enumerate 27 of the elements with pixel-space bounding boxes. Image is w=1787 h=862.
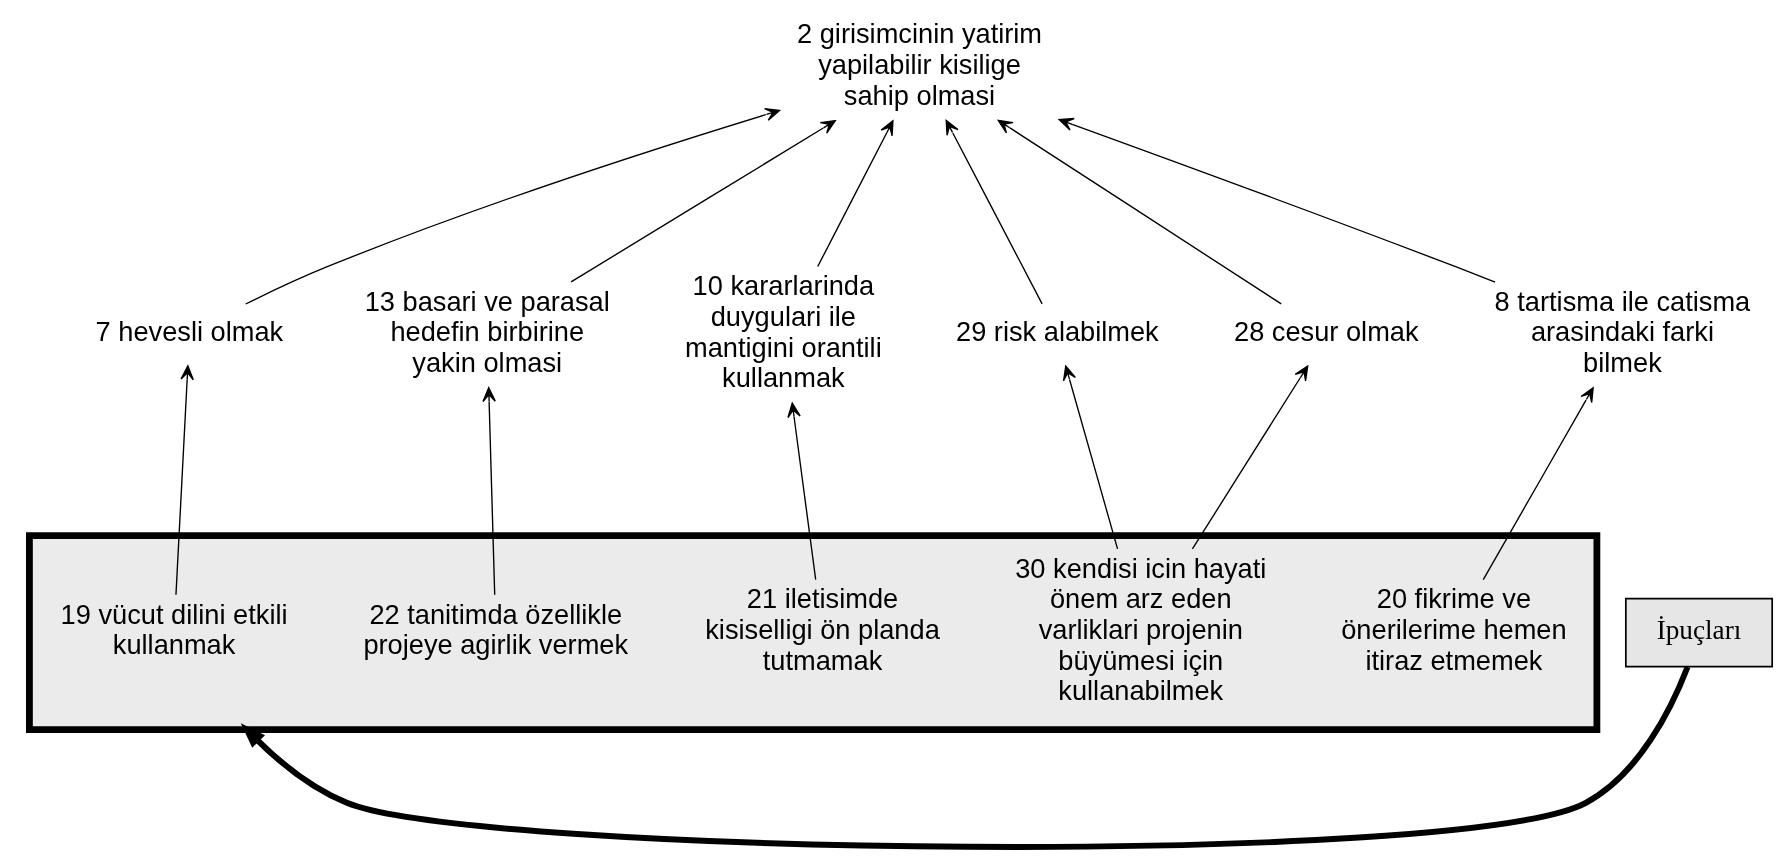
arrow [786,402,816,581]
arrow [1062,365,1118,550]
node-text: 28 cesur olmak [1233,316,1419,348]
arrow [240,665,1690,850]
node-text: 19 vücut dilini etkili kullanmak [60,598,288,661]
node-box: İpuçları [1624,597,1773,668]
node-text: 29 risk alabilmek [955,316,1159,348]
arrow [174,365,194,596]
node-text: 20 fikrime ve önerilerime hemen itiraz etmemek [1340,583,1567,676]
node-text: 22 tanitimda özellikle projeye agirlik vermek [362,598,628,661]
node-text: 30 kendisi icin hayati önem arz eden varliklari projenin büyümesi için kullanabilmek [1014,552,1266,707]
node-text: 8 tartisma ile catisma arasindaki farki bilmek [1494,285,1750,378]
arrow [1482,387,1594,581]
arrow [244,107,780,305]
node-text: 2 girisimcinin yatirim yapilabilir kisilige sahip olmasi [796,18,1042,111]
cluster [25,532,1600,734]
arrow [1058,117,1496,283]
node-text: 13 basari ve parasal hedefin birbirine yakin olmasi [364,285,610,378]
arrow [569,120,836,283]
arrow [816,120,894,268]
arrow [997,119,1282,305]
node-text: 7 hevesli olmak [95,316,283,348]
arrow [945,119,1043,305]
arrow [1191,365,1308,550]
node-text: 10 kararlarinda duygulari ile mantigini orantili kullanmak [684,270,882,394]
node-text: 21 iletisimde kisiselligi ön planda tutmamak [704,583,940,676]
arrow [481,387,496,596]
